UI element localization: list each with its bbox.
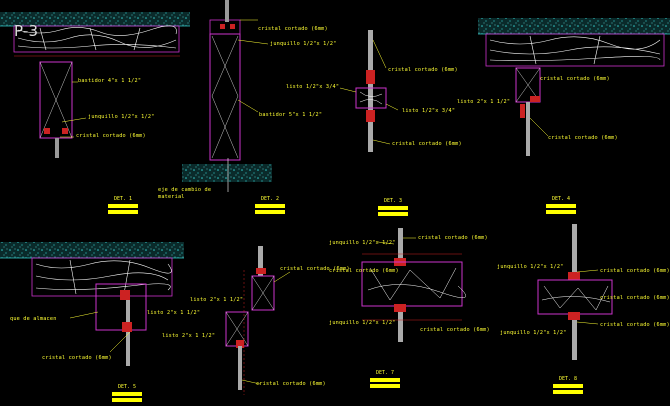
glass-pane (225, 0, 229, 22)
detail-tag-4: DET. 4 (546, 196, 576, 216)
label-d5-listo: listo 2"x 1 1/2" (147, 310, 201, 316)
label-d5-cristal: cristal cortado (6mm) (42, 355, 112, 361)
wood-grain (17, 25, 177, 51)
gasket (256, 268, 266, 274)
listo-block (355, 87, 387, 109)
glass-pane (526, 102, 530, 156)
glass-pane (258, 246, 263, 276)
label-d3-listo-right: listo 1/2"x 3/4" (402, 108, 456, 114)
concrete-slab (0, 242, 184, 258)
label-d8-junq-bot: junquillo 1/2"x 1/2" (500, 330, 567, 336)
label-d4-listo: listo 2"x 1 1/2" (457, 99, 511, 105)
frame-listo (251, 275, 275, 311)
detail-tag-5: DET. 5 (112, 384, 142, 404)
label-d6-cristal-bot: cristal cortado (6mm) (256, 381, 326, 387)
label-d2-cristal: cristal cortado (6mm) (258, 26, 328, 32)
frame (95, 283, 147, 331)
glass-pane (398, 228, 403, 262)
glass-pane (238, 346, 242, 390)
label-d8-cristal-top: cristal cortado (6mm) (600, 268, 670, 274)
label-d7-junq-top: junquillo 1/2"x 1/2" (329, 240, 396, 246)
detail-8 (537, 224, 613, 360)
detail-tag-3: DET. 3 (378, 198, 408, 218)
gasket (62, 128, 68, 134)
wood-beam (13, 25, 180, 53)
gasket (366, 110, 375, 122)
label-d3-cristal-bot: cristal cortado (6mm) (392, 141, 462, 147)
label-d1-cristal: cristal cortado (6mm) (76, 133, 146, 139)
detail-4 (478, 18, 670, 156)
label-d4-cristal-bot: cristal cortado (6mm) (548, 135, 618, 141)
gasket (122, 322, 132, 332)
label-d2-bastidor: bastidor 5"x 1 1/2" (259, 112, 323, 118)
label-d7-cristal-bot: cristal cortado (6mm) (420, 327, 490, 333)
frame-sill (361, 261, 463, 307)
gasket (366, 70, 375, 84)
label-d7-junq-bot: junquillo 1/2"x 1/2" (329, 320, 396, 326)
glass-pane (55, 138, 59, 158)
gasket (220, 24, 225, 29)
detail-tag-1: DET. 1 (108, 196, 138, 216)
glass-pane (368, 30, 373, 152)
detail-7 (361, 228, 467, 342)
glass-pane (126, 300, 130, 366)
label-d7-cristal-top: cristal cortado (6mm) (418, 235, 488, 241)
gasket (568, 272, 580, 280)
concrete-floor (182, 164, 272, 182)
label-d8-cristal-mid: cristal cortado (6mm) (600, 295, 670, 301)
concrete-slab (478, 18, 670, 34)
gasket (120, 290, 130, 300)
detail-tag-7: DET. 7 (370, 370, 400, 390)
detail-tag-8: DET. 8 (553, 376, 583, 396)
label-d2-eje: eje de cambio de material (158, 187, 212, 200)
label-d1-bastidor: bastidor 4"x 1 1/2" (78, 78, 142, 84)
detail-3 (339, 30, 399, 152)
label-d5-wall: que de almacen (10, 316, 57, 322)
label-d1-junquillo: junquillo 1/2"x 1/2" (88, 114, 155, 120)
label-d8-cristal-bot: cristal cortado (6mm) (600, 322, 670, 328)
gasket (230, 24, 235, 29)
gasket (520, 104, 525, 118)
label-d8-junq-top: junquillo 1/2"x 1/2" (497, 264, 564, 270)
glass-pane (572, 320, 577, 360)
label-d2-junquillo: junquillo 1/2"x 1/2" (270, 41, 337, 47)
label-d3-listo-left: listo 1/2"x 3/4" (286, 84, 340, 90)
gasket (236, 340, 244, 348)
detail-5 (0, 242, 184, 366)
jamb (209, 33, 241, 161)
wood-beam (31, 257, 173, 297)
glass-pane (398, 312, 403, 342)
detail-1 (0, 12, 190, 158)
label-d6-cristal-top: cristal cortado (6mm) (280, 266, 350, 272)
label-d4-cristal: cristal cortado (6mm) (540, 76, 610, 82)
concrete-slab (0, 12, 190, 26)
gasket (568, 312, 580, 320)
wood-beam (485, 33, 665, 67)
label-d6-listo-top: listo 2"x 1 1/2" (190, 297, 244, 303)
label-d6-listo-bot: listo 2"x 1 1/2" (162, 333, 216, 339)
label-d3-cristal-top: cristal cortado (6mm) (388, 67, 458, 73)
label-d7-cristal-mid: cristal cortado (6mm) (329, 268, 399, 274)
detail-tag-2: DET. 2 (255, 196, 285, 216)
gasket (44, 128, 50, 134)
detail-2 (182, 0, 272, 192)
title-mark: P-3 (14, 22, 39, 40)
glass-pane (572, 224, 577, 274)
detail-6 (225, 246, 291, 395)
gasket (394, 304, 406, 312)
gasket (530, 96, 540, 102)
